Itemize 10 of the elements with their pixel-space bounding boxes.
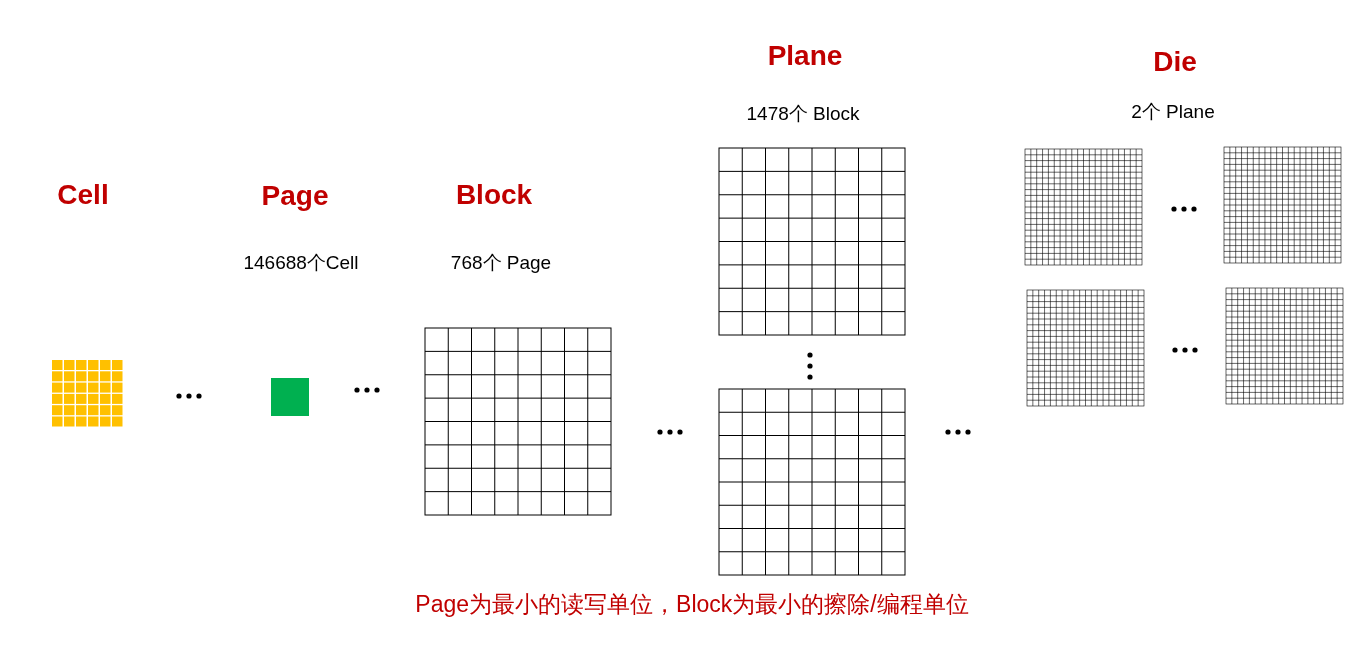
caption-text: Page为最小的读写单位，Block为最小的擦除/编程单位	[415, 591, 969, 619]
count-label: 1478个 Block	[746, 103, 860, 126]
count-label: 768个 Page	[450, 252, 552, 275]
level-heading: Die	[1153, 45, 1197, 79]
level-heading: Plane	[767, 39, 843, 73]
count-label: 146688个Cell	[243, 252, 359, 275]
level-heading: Cell	[57, 178, 109, 212]
count-label: 2个 Plane	[1131, 101, 1215, 124]
level-heading: Block	[455, 178, 533, 212]
level-heading: Page	[261, 179, 329, 213]
